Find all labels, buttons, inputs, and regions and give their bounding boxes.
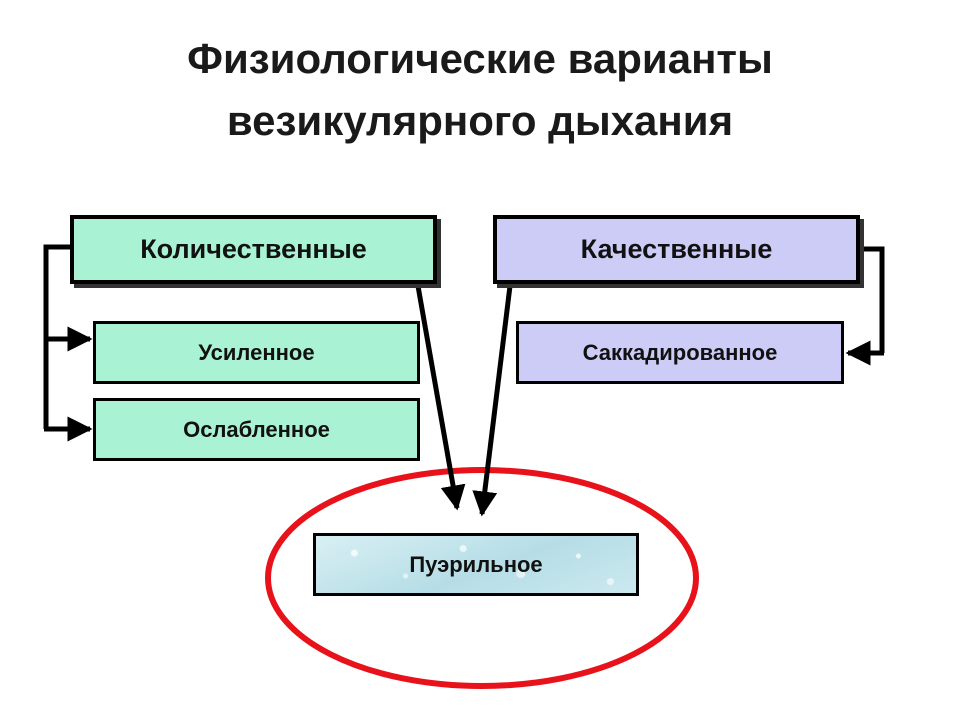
slide-title: Физиологические варианты везикулярного д… <box>0 28 960 152</box>
box-quantitative: Количественные <box>70 215 437 284</box>
bracket-qualitative <box>860 246 885 353</box>
highlight-ellipse <box>265 467 699 689</box>
bracket-quantitative <box>43 244 70 429</box>
box-saccadic: Саккадированное <box>516 321 844 384</box>
box-quantitative-label: Количественные <box>140 234 367 264</box>
box-amplified: Усиленное <box>93 321 420 384</box>
arrow-qualitative-to-puerile <box>472 285 513 517</box>
box-qualitative-label: Качественные <box>580 234 773 264</box>
box-saccadic-label: Саккадированное <box>582 339 778 365</box>
box-puerile: Пуэрильное <box>313 533 639 596</box>
title-line-2: везикулярного дыхания <box>226 97 734 144</box>
box-qualitative: Качественные <box>493 215 860 284</box>
box-puerile-label: Пуэрильное <box>409 551 543 577</box>
arrow-quantitative-to-puerile <box>415 285 466 511</box>
box-weakened-label: Ослабленное <box>183 416 330 442</box>
title-line-1: Физиологические варианты <box>187 35 773 82</box>
box-amplified-label: Усиленное <box>198 339 315 365</box>
box-weakened: Ослабленное <box>93 398 420 461</box>
